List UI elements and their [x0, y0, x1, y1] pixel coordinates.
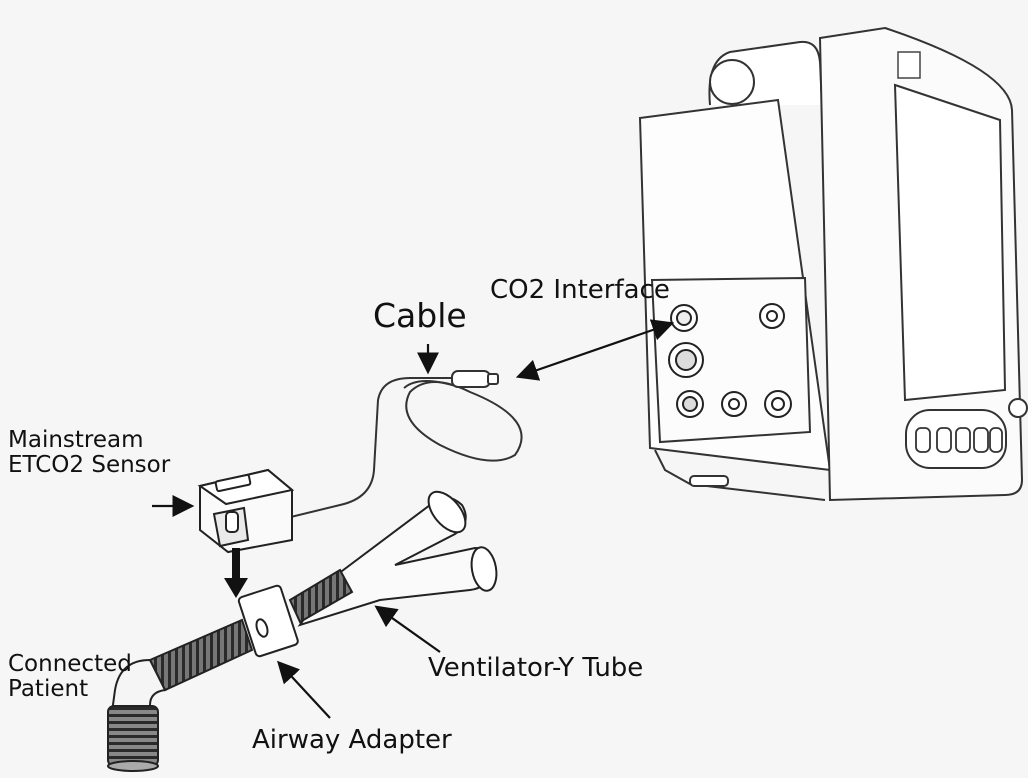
- patient-elbow: [110, 658, 167, 713]
- annotation-arrows: [152, 319, 675, 719]
- insertion-arrow: [224, 548, 248, 598]
- label-connected-patient: Connected Patient: [8, 652, 132, 702]
- cable-coil: [405, 381, 523, 462]
- label-ventilator-y-tube: Ventilator-Y Tube: [428, 653, 644, 683]
- patient-connector: [107, 705, 159, 767]
- monitor-foot: [689, 475, 729, 487]
- patient-corrugated-tube: [148, 618, 254, 692]
- adapter-arrow: [277, 660, 331, 719]
- monitor-key-2: [936, 427, 952, 453]
- label-airway-adapter: Airway Adapter: [252, 725, 452, 755]
- monitor-knob: [1008, 398, 1028, 418]
- cable-plug: [451, 370, 491, 388]
- label-etco2-sensor-line2: ETCO2 Sensor: [8, 451, 171, 478]
- monitor-key-4: [973, 427, 989, 453]
- monitor-handle-knob: [709, 59, 755, 105]
- sensor-cable: [261, 370, 523, 525]
- label-connected-patient-line1: Connected: [8, 651, 132, 677]
- ventilator-corrugated-tube: [288, 568, 354, 624]
- label-connected-patient-line2: Patient: [8, 675, 89, 702]
- etco2-sensor: [197, 468, 295, 554]
- label-co2-interface: CO2 Interface: [490, 275, 670, 305]
- monitor-base: [654, 449, 826, 501]
- cable-line: [261, 377, 456, 525]
- label-cable: Cable: [373, 296, 467, 335]
- label-etco2-sensor: Mainstream ETCO2 Sensor: [8, 428, 170, 478]
- airway-adapter: [237, 584, 299, 658]
- airway-assembly: [107, 490, 498, 772]
- monitor-screen: [893, 83, 1007, 402]
- monitor-key-3: [955, 427, 971, 453]
- co2-interface-arrow: [515, 319, 675, 381]
- monitor-key-1: [915, 427, 931, 453]
- label-etco2-sensor-line1: Mainstream: [8, 427, 144, 453]
- patient-monitor: [638, 26, 1028, 502]
- monitor-key-5: [989, 427, 1003, 453]
- monitor-logo-mark: [897, 51, 921, 79]
- connector-ports: [668, 303, 792, 418]
- ventilator-arrow: [374, 605, 441, 653]
